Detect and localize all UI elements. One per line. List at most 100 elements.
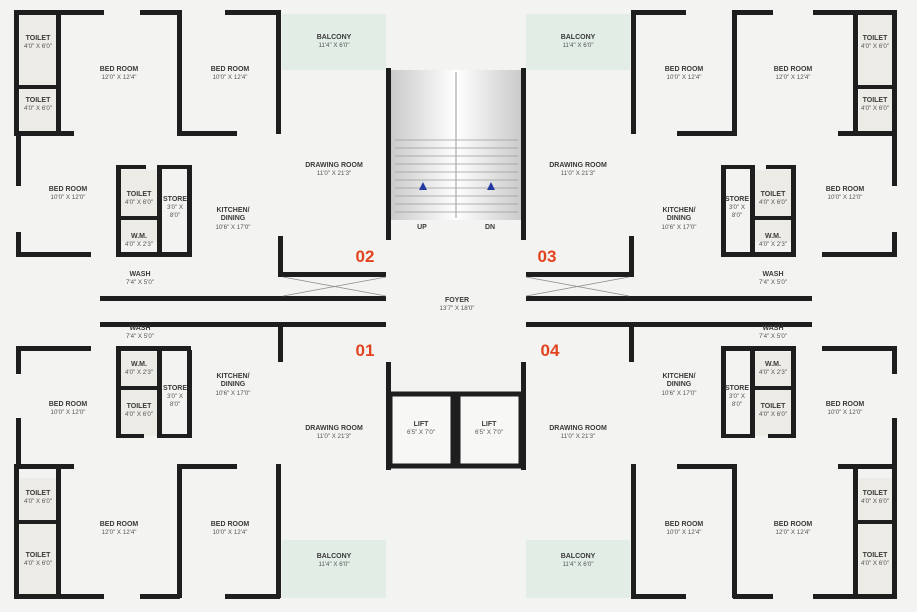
- foyer-dim: 13'7" X 18'0": [440, 305, 475, 312]
- wash-dim: 7'4" X 5'0": [759, 333, 787, 340]
- bed-room-dim: 12'0" X 12'4": [102, 74, 137, 81]
- wash-dim: 7'4" X 5'0": [759, 279, 787, 286]
- toilet-label: TOILET: [761, 403, 786, 410]
- toilet-dim: 4'0" X 6'0": [24, 498, 52, 505]
- stair-dn-label: DN: [485, 224, 495, 231]
- core: UP DN FOYER 13'7" X 18'0" LIFT 6'5" X 7'…: [386, 68, 526, 470]
- stair-up-label: UP: [417, 224, 427, 231]
- drawing-room-dim: 11'0" X 21'3": [561, 170, 596, 177]
- bed-room-label: BED ROOM: [665, 66, 704, 73]
- balcony-dim: 11'4" X 6'0": [318, 42, 349, 49]
- store-dim: 8'0": [732, 212, 742, 219]
- bed-room-dim: 12'0" X 12'4": [776, 529, 811, 536]
- toilet-label: TOILET: [127, 403, 152, 410]
- wm-label: W.M.: [131, 361, 147, 368]
- balcony-label: BALCONY: [561, 34, 596, 41]
- balcony-label: BALCONY: [317, 553, 352, 560]
- wm-dim: 4'0" X 2'3": [125, 369, 153, 376]
- wash-label: WASH: [130, 271, 151, 278]
- wm-dim: 4'0" X 2'3": [125, 241, 153, 248]
- walls: [526, 10, 897, 301]
- lift-2-label: LIFT: [482, 421, 497, 428]
- kitchen-label: DINING: [667, 215, 692, 222]
- drawing-room-dim: 11'0" X 21'3": [317, 433, 352, 440]
- bed-room-label: BED ROOM: [774, 66, 813, 73]
- arrow-up-icon: [487, 182, 495, 190]
- balcony-dim: 11'4" X 6'0": [562, 561, 593, 568]
- toilet-label: TOILET: [863, 97, 888, 104]
- kitchen-label: KITCHEN/: [662, 207, 695, 214]
- drawing-room-label: DRAWING ROOM: [305, 425, 363, 432]
- bed-room-label: BED ROOM: [211, 521, 250, 528]
- lift-1-dim: 6'5" X 7'0": [407, 429, 435, 436]
- drawing-room-label: DRAWING ROOM: [305, 162, 363, 169]
- toilet-dim: 4'0" X 6'0": [861, 43, 889, 50]
- wm-dim: 4'0" X 2'3": [759, 369, 787, 376]
- bed-room-label: BED ROOM: [774, 521, 813, 528]
- drawing-room-label: DRAWING ROOM: [549, 162, 607, 169]
- bed-room-dim: 10'0" X 12'0": [828, 194, 863, 201]
- balcony-dim: 11'4" X 6'0": [318, 561, 349, 568]
- toilet-dim: 4'0" X 6'0": [125, 199, 153, 206]
- bed-room-dim: 10'0" X 12'4": [213, 74, 248, 81]
- bed-room-label: BED ROOM: [100, 66, 139, 73]
- wash-label: WASH: [130, 325, 151, 332]
- kitchen-label: DINING: [221, 215, 246, 222]
- toilet-label: TOILET: [26, 97, 51, 104]
- bed-room-label: BED ROOM: [100, 521, 139, 528]
- kitchen-dim: 10'6" X 17'0": [216, 224, 251, 231]
- kitchen-label: DINING: [667, 381, 692, 388]
- arrow-up-icon: [419, 182, 427, 190]
- foyer-markings: [282, 276, 630, 297]
- toilet-dim: 4'0" X 6'0": [861, 498, 889, 505]
- toilet-dim: 4'0" X 6'0": [759, 411, 787, 418]
- balcony-label: BALCONY: [317, 34, 352, 41]
- toilet-label: TOILET: [26, 490, 51, 497]
- lift-1-label: LIFT: [414, 421, 429, 428]
- store-dim: 3'0" X: [167, 393, 183, 400]
- flat-number: 04: [541, 341, 560, 360]
- store-dim: 8'0": [170, 212, 180, 219]
- kitchen-label: DINING: [221, 381, 246, 388]
- bed-room-dim: 10'0" X 12'0": [51, 409, 86, 416]
- wm-dim: 4'0" X 2'3": [759, 241, 787, 248]
- store-label: STORE: [163, 196, 187, 203]
- wash-label: WASH: [763, 325, 784, 332]
- lift-1: [387, 391, 456, 469]
- lift-2: [455, 391, 524, 469]
- kitchen-label: KITCHEN/: [216, 207, 249, 214]
- toilet-dim: 4'0" X 6'0": [759, 199, 787, 206]
- drawing-room-label: DRAWING ROOM: [549, 425, 607, 432]
- toilet-label: TOILET: [127, 191, 152, 198]
- store-dim: 8'0": [732, 401, 742, 408]
- kitchen-label: KITCHEN/: [662, 373, 695, 380]
- store-dim: 3'0" X: [729, 204, 745, 211]
- flat-number: 02: [356, 247, 375, 266]
- flat-number: 03: [538, 247, 557, 266]
- bed-room-label: BED ROOM: [826, 186, 865, 193]
- balcony-dim: 11'4" X 6'0": [562, 42, 593, 49]
- wash-dim: 7'4" X 5'0": [126, 333, 154, 340]
- store-dim: 8'0": [170, 401, 180, 408]
- flat-04: WASH 7'4" X 5'0" W.M. 4'0" X 2'3" TOILET…: [526, 322, 897, 599]
- kitchen-dim: 10'6" X 17'0": [662, 224, 697, 231]
- bed-room-label: BED ROOM: [49, 186, 88, 193]
- toilet-label: TOILET: [863, 552, 888, 559]
- toilet-label: TOILET: [863, 35, 888, 42]
- bed-room-dim: 10'0" X 12'0": [828, 409, 863, 416]
- walls: [526, 322, 897, 599]
- toilet-dim: 4'0" X 6'0": [125, 411, 153, 418]
- wash-dim: 7'4" X 5'0": [126, 279, 154, 286]
- bed-room-dim: 12'0" X 12'4": [102, 529, 137, 536]
- toilet-label: TOILET: [26, 35, 51, 42]
- store-dim: 3'0" X: [167, 204, 183, 211]
- kitchen-dim: 10'6" X 17'0": [216, 390, 251, 397]
- toilet-dim: 4'0" X 6'0": [24, 105, 52, 112]
- lift-2-dim: 6'5" X 7'0": [475, 429, 503, 436]
- kitchen-label: KITCHEN/: [216, 373, 249, 380]
- bed-room-dim: 10'0" X 12'4": [213, 529, 248, 536]
- wm-label: W.M.: [765, 361, 781, 368]
- flat-number: 01: [356, 341, 375, 360]
- wash-label: WASH: [763, 271, 784, 278]
- bed-room-label: BED ROOM: [826, 401, 865, 408]
